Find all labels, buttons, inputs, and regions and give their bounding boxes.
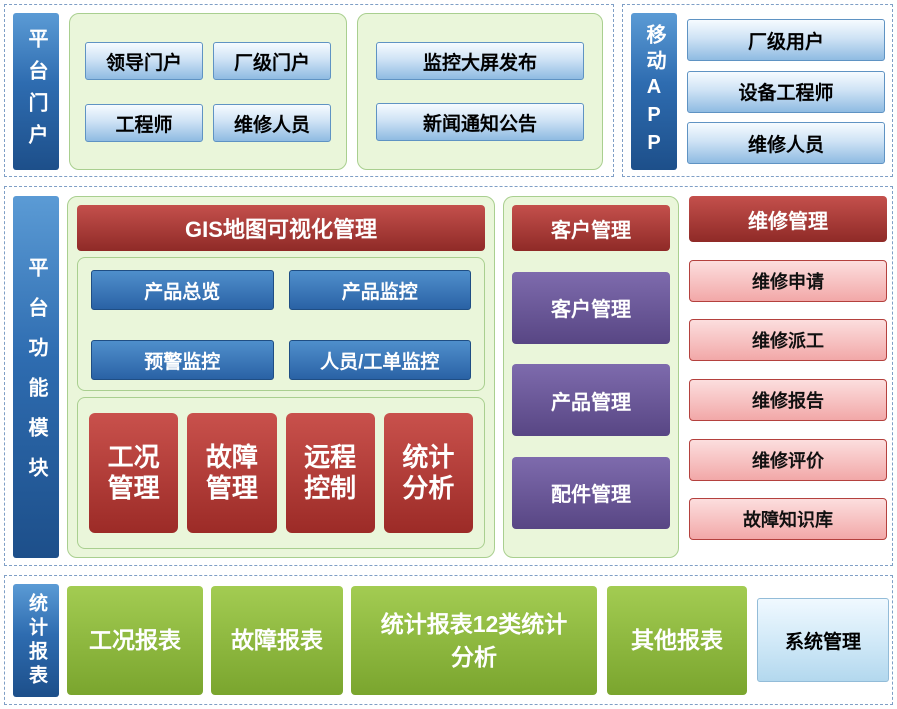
repair-button[interactable]: 维修申请 <box>689 259 887 302</box>
gis-monitor-button[interactable]: 预警监控 <box>91 340 274 380</box>
mobile-app-label: 移动APP <box>631 13 677 170</box>
repair-button[interactable]: 维修派工 <box>689 319 887 362</box>
portal-label: 平台门户 <box>13 13 59 170</box>
portal-user-button[interactable]: 工程师 <box>85 104 203 142</box>
gis-core-panel: 工况管理 故障管理 远程控制 统计分析 <box>77 397 485 549</box>
mobile-app-button[interactable]: 厂级用户 <box>687 19 885 61</box>
portal-publish-panel: 监控大屏发布 新闻通知公告 <box>357 13 603 170</box>
customer-button[interactable]: 产品管理 <box>512 364 670 436</box>
portal-user-button[interactable]: 厂级门户 <box>213 42 331 80</box>
report-button[interactable]: 故障报表 <box>211 586 343 695</box>
report-button[interactable]: 其他报表 <box>607 586 747 695</box>
system-management-button[interactable]: 系统管理 <box>757 598 889 682</box>
repair-button[interactable]: 故障知识库 <box>689 498 887 541</box>
gis-panel: GIS地图可视化管理 产品总览 产品监控 预警监控 人员/工单监控 工况管理 故… <box>67 196 495 558</box>
report-button[interactable]: 工况报表 <box>67 586 203 695</box>
reports-label: 统计报表 <box>13 584 59 697</box>
repair-button[interactable]: 维修报告 <box>689 378 887 421</box>
mobile-app-list: 厂级用户 设备工程师 维修人员 <box>687 13 885 170</box>
gis-monitor-panel: 产品总览 产品监控 预警监控 人员/工单监控 <box>77 257 485 391</box>
gis-core-button[interactable]: 统计分析 <box>383 413 473 533</box>
portal-section: 平台门户 领导门户 厂级门户 工程师 维修人员 监控大屏发布 新闻通知公告 <box>4 4 614 177</box>
portal-user-button[interactable]: 领导门户 <box>85 42 203 80</box>
modules-label: 平台功能模块 <box>13 196 59 558</box>
mobile-app-button[interactable]: 维修人员 <box>687 122 885 164</box>
repair-list: 维修申请 维修派工 维修报告 维修评价 故障知识库 <box>689 242 887 558</box>
customer-header: 客户管理 <box>512 205 670 251</box>
gis-monitor-button[interactable]: 产品监控 <box>288 270 471 310</box>
portal-publish-button[interactable]: 监控大屏发布 <box>376 42 584 80</box>
customer-button[interactable]: 客户管理 <box>512 271 670 344</box>
gis-core-button[interactable]: 工况管理 <box>89 413 179 533</box>
report-button[interactable]: 统计报表12类统计分析 <box>351 586 597 695</box>
gis-monitor-button[interactable]: 产品总览 <box>91 270 274 310</box>
gis-header: GIS地图可视化管理 <box>77 205 485 251</box>
portal-publish-button[interactable]: 新闻通知公告 <box>376 103 584 141</box>
customer-panel: 客户管理 客户管理 产品管理 配件管理 <box>503 196 679 558</box>
repair-button[interactable]: 维修评价 <box>689 438 887 481</box>
gis-monitor-button[interactable]: 人员/工单监控 <box>288 340 471 380</box>
repair-panel: 维修管理 维修申请 维修派工 维修报告 维修评价 故障知识库 <box>689 196 887 558</box>
mobile-app-section: 移动APP 厂级用户 设备工程师 维修人员 <box>622 4 893 177</box>
reports-section: 统计报表 工况报表 故障报表 统计报表12类统计分析 其他报表 系统管理 <box>4 575 893 705</box>
modules-section: 平台功能模块 GIS地图可视化管理 产品总览 产品监控 预警监控 人员/工单监控… <box>4 186 893 566</box>
gis-core-button[interactable]: 故障管理 <box>187 413 277 533</box>
portal-users-panel: 领导门户 厂级门户 工程师 维修人员 <box>69 13 347 170</box>
portal-user-button[interactable]: 维修人员 <box>213 104 331 142</box>
customer-button[interactable]: 配件管理 <box>512 456 670 529</box>
customer-list: 客户管理 产品管理 配件管理 <box>512 251 670 549</box>
repair-header: 维修管理 <box>689 196 887 242</box>
gis-core-button[interactable]: 远程控制 <box>285 413 375 533</box>
mobile-app-button[interactable]: 设备工程师 <box>687 70 885 113</box>
